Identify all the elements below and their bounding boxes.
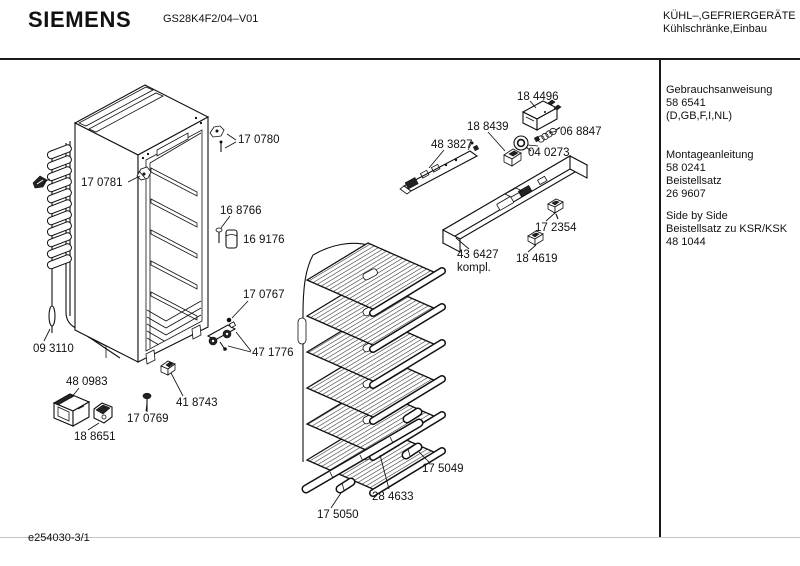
info-line: Beistellsatz zu KSR/KSK [666,223,788,235]
product-category-line1: KÜHL–,GEFRIERGERÄTE [663,10,796,22]
part-label-040273: 04 0273 [528,147,570,159]
part-label-175049: 17 5049 [422,463,464,475]
part-label-188439: 18 8439 [467,121,509,133]
info-line: Side by Side [666,210,728,222]
product-category-line2: Kühlschränke,Einbau [663,23,767,35]
part-label-170769: 17 0769 [127,413,169,425]
info-section-manual: Gebrauchsanweisung 58 6541 (D,GB,F,I,NL) [666,84,796,123]
shelf-bracket [335,477,356,494]
pcb-module-part [399,141,480,195]
spring-part [533,127,561,143]
shelf-front-rail [301,418,424,494]
shelf-rails [150,167,198,321]
shelf-bracket [402,407,423,424]
foot [145,349,156,365]
starter-part [93,402,113,424]
info-line: 48 1044 [666,236,706,248]
part-label-170781: 17 0781 [81,177,123,189]
upper-hinge-part [136,166,152,181]
model-number: GS28K4F2/04–V01 [163,13,259,25]
screw-dot-part [226,317,232,323]
info-line: 58 6541 [666,97,706,109]
part-label-471776: 47 1776 [252,347,294,359]
part-label-480983: 48 0983 [66,376,108,388]
knob-part [513,135,532,152]
part-labels: 17 0780 17 0781 16 8766 16 9176 17 0767 … [33,91,602,521]
part-label-436427: 43 6427 [457,249,499,261]
document-reference: e254030-3/1 [28,532,90,544]
part-label-436427-suffix: kompl. [457,262,491,274]
shelf-bracket [401,442,423,460]
part-label-170780: 17 0780 [238,134,280,146]
header-rule [0,58,800,60]
cover-box-part [225,229,238,249]
top-hinge-part [209,125,225,152]
part-label-184619: 18 4619 [516,253,558,265]
part-label-093110: 09 3110 [33,343,74,355]
part-label-175050: 17 5050 [317,509,359,521]
clip-part-184619 [527,230,544,246]
info-section-sidebyside: Side by Side Beistellsatz zu KSR/KSK 48 … [666,210,796,249]
clip-part-172354 [547,198,564,220]
shelf-stack [297,242,446,497]
part-label-418743: 41 8743 [176,397,218,409]
foot [191,324,202,340]
part-label-170767: 17 0767 [243,289,285,301]
part-label-483827: 48 3827 [431,139,473,151]
part-label-188651: 18 8651 [74,431,116,443]
product-category: KÜHL–,GEFRIERGERÄTE Kühlschränke,Einbau [663,10,796,36]
lower-hinge-assembly [206,321,237,351]
clip-part-418743 [160,360,176,376]
thermostat-part [521,99,562,131]
mounting-clip [32,175,51,189]
info-line: Gebrauchsanweisung [666,84,773,96]
fridge-cabinet [73,84,210,365]
wire-shelf [305,242,446,317]
footer-rule [0,537,800,538]
info-line: 26 9607 [666,188,706,200]
capillary-drier [48,300,56,333]
brand-logo: SIEMENS [28,7,132,32]
exploded-view-diagram: 17 0780 17 0781 16 8766 16 9176 17 0767 … [32,84,602,521]
sidebar-rule [659,60,661,537]
clip-part-188439 [503,148,522,167]
relay-box-part [52,393,91,427]
leader-lines [43,100,558,509]
info-line: Beistellsatz [666,175,722,187]
control-panel-part [441,155,589,253]
part-label-168766: 16 8766 [220,205,262,217]
part-label-284633: 28 4633 [372,491,414,503]
part-label-172354: 17 2354 [535,222,577,234]
screw-part-170769 [142,392,152,412]
info-line: (D,GB,F,I,NL) [666,110,733,122]
screw-pin-part [215,227,223,243]
info-line: 58 0241 [666,162,706,174]
part-label-169176: 16 9176 [243,234,285,246]
part-label-184496: 18 4496 [517,91,559,103]
info-section-installation: Montageanleitung 58 0241 Beistellsatz 26… [666,149,796,201]
part-label-068847: 06 8847 [560,126,602,138]
info-line: Montageanleitung [666,149,754,161]
condenser-coil [32,141,121,359]
